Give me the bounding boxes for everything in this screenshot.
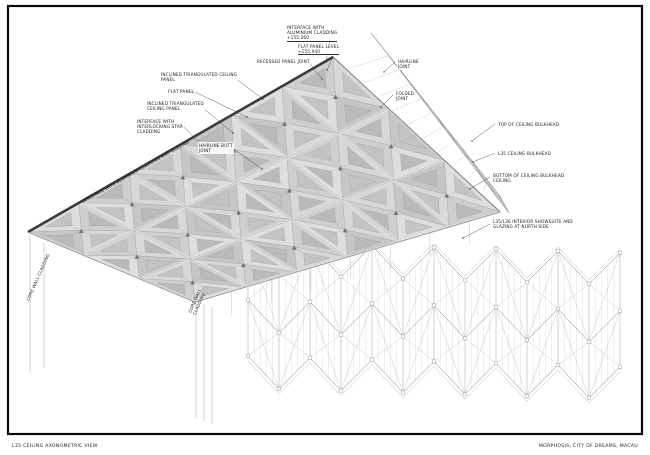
project-title: MORPHOSIS; CITY OF DREAMS, MACAU xyxy=(538,444,638,449)
bulkhead-sliver xyxy=(346,32,510,214)
structure-wireframe xyxy=(245,237,622,404)
ceiling-panels xyxy=(25,55,502,304)
core-wall-lines xyxy=(29,221,470,424)
sheet-border xyxy=(6,4,644,436)
sheet-title: L35 CEILING AXONOMETRIC VIEW xyxy=(12,444,98,449)
